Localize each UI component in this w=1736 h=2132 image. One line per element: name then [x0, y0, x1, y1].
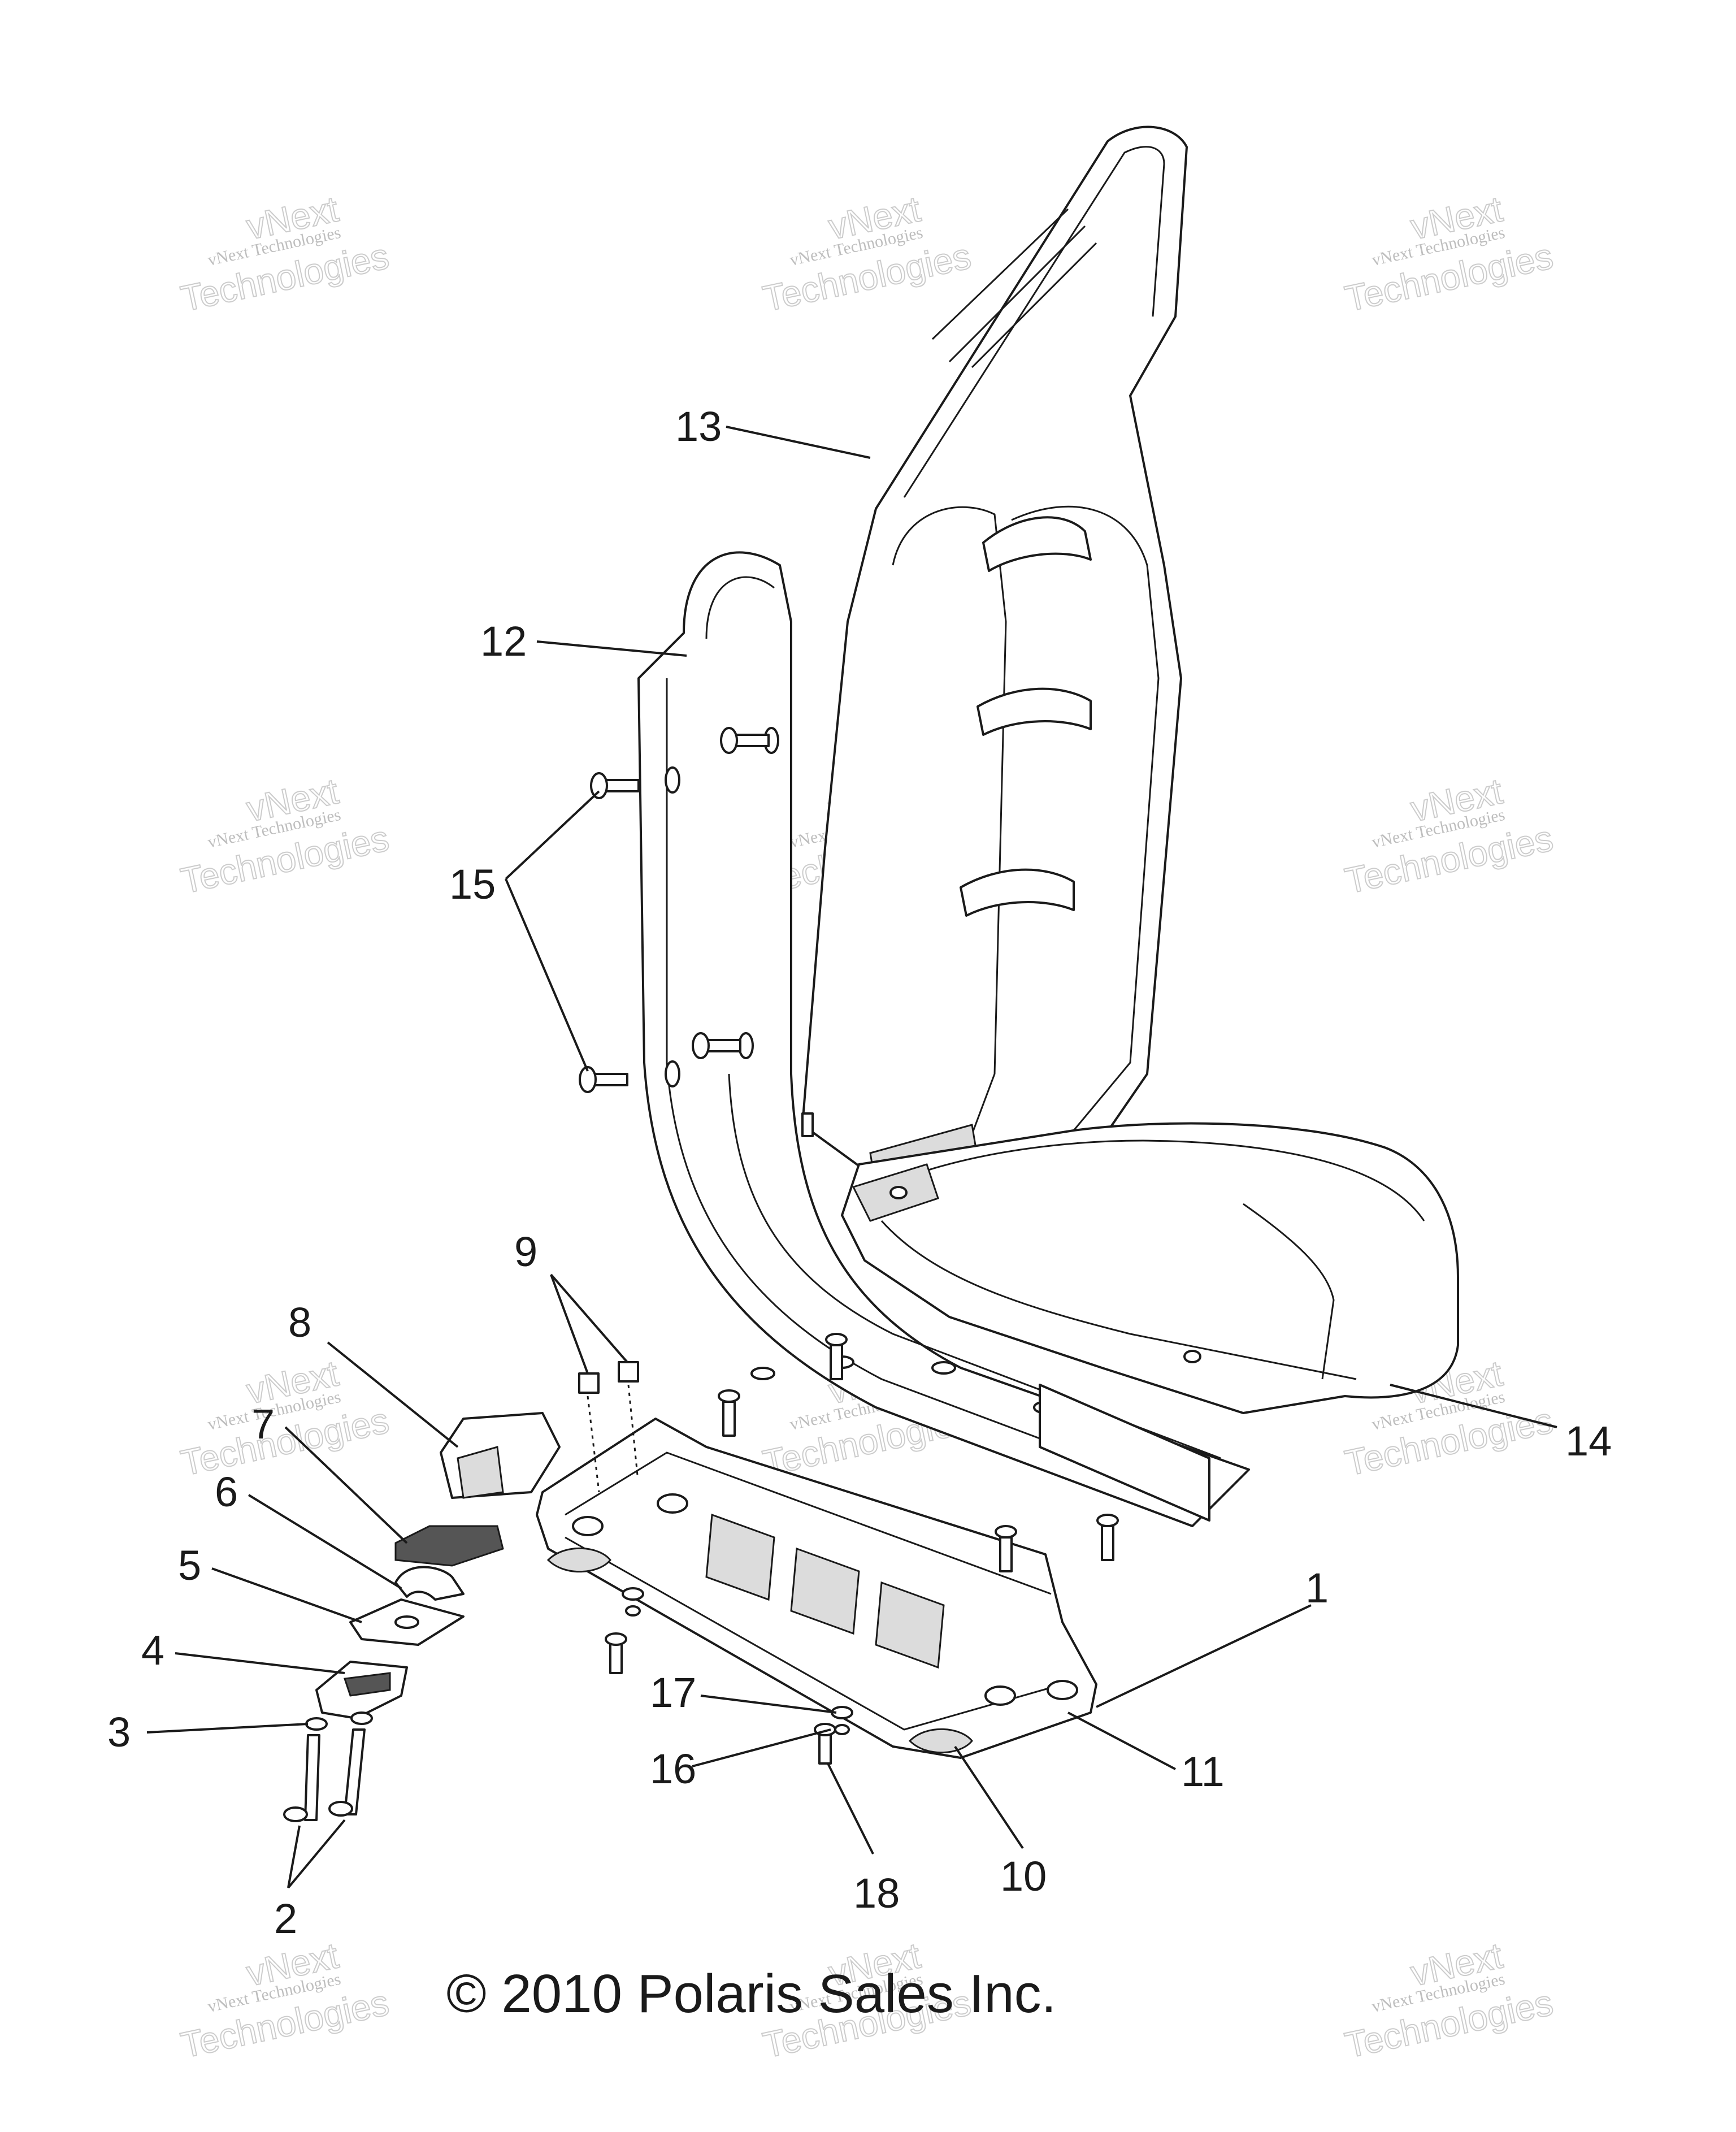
callout-14: 14 — [1565, 1418, 1612, 1464]
leader-lines — [146, 426, 1557, 1889]
callout-4: 4 — [141, 1627, 164, 1674]
callout-7: 7 — [251, 1401, 275, 1448]
latch-assembly — [283, 1412, 561, 1822]
callout-1: 1 — [1305, 1565, 1329, 1611]
callout-5: 5 — [178, 1542, 201, 1589]
callout-6: 6 — [215, 1468, 238, 1515]
watermark: vNext vNext Technologies Technologies — [177, 770, 393, 902]
watermark: vNext vNext Technologies Technologies — [759, 188, 975, 319]
seat-frame-tube — [637, 551, 1250, 1527]
watermark: vNext vNext Technologies Technologies — [1341, 770, 1557, 902]
callout-10: 10 — [1000, 1853, 1047, 1900]
copyright-text: © 2010 Polaris Sales Inc. — [446, 1964, 1056, 2024]
callout-3: 3 — [107, 1709, 131, 1756]
watermark: vNext vNext Technologies Technologies — [177, 1934, 393, 2066]
callout-18: 18 — [853, 1870, 900, 1917]
watermark: vNext vNext Technologies Technologies — [177, 188, 393, 319]
callout-16: 16 — [650, 1745, 696, 1792]
callout-labels: 1 2 3 4 5 6 7 8 9 10 11 12 13 14 15 16 1… — [107, 403, 1612, 1942]
callout-8: 8 — [288, 1299, 311, 1346]
callout-17: 17 — [650, 1669, 696, 1716]
watermark: vNext vNext Technologies Technologies — [1341, 188, 1557, 319]
callout-15: 15 — [449, 861, 496, 908]
callout-11: 11 — [1181, 1748, 1225, 1795]
callout-2: 2 — [274, 1895, 297, 1942]
callout-9: 9 — [514, 1228, 537, 1275]
watermark: vNext vNext Technologies Technologies — [1341, 1934, 1557, 2066]
callout-12: 12 — [480, 618, 527, 665]
seat-base-slider — [536, 1418, 1097, 1759]
seat-back — [801, 125, 1188, 1199]
hardware — [546, 727, 1119, 1765]
seat-bottom — [841, 1122, 1459, 1414]
callout-13: 13 — [675, 403, 722, 450]
watermark: vNext vNext Technologies Technologies — [177, 1352, 393, 1484]
